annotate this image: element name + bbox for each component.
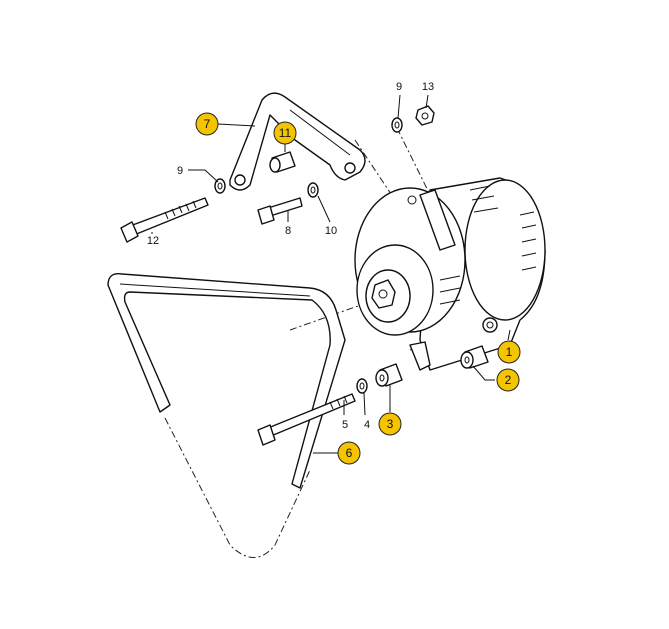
label-5: 5	[342, 419, 348, 431]
svg-text:7: 7	[204, 117, 211, 131]
bolt-5	[257, 393, 356, 446]
spacer-bushing-11	[269, 151, 296, 173]
label-13: 13	[422, 81, 434, 93]
leader-7	[217, 123, 256, 127]
label-10: 10	[325, 225, 337, 237]
leader-9b	[397, 94, 401, 119]
spacer-2	[460, 345, 489, 369]
callout-1[interactable]: 1	[497, 340, 521, 364]
alternator	[354, 177, 546, 371]
spacer-3	[375, 363, 403, 387]
axis-line-belt	[164, 417, 311, 558]
bolt-8	[257, 197, 303, 225]
callout-11[interactable]: 11	[273, 121, 297, 145]
leader-4	[363, 392, 366, 416]
leader-2	[472, 365, 495, 381]
washer-9-left	[214, 178, 226, 194]
svg-text:11: 11	[279, 126, 292, 140]
washer-9-top	[391, 117, 403, 133]
nut-13	[415, 105, 435, 126]
callout-6[interactable]: 6	[337, 441, 361, 465]
leader-9a	[188, 169, 219, 183]
svg-text:6: 6	[346, 446, 353, 460]
washer-10	[307, 182, 319, 198]
svg-text:2: 2	[505, 373, 512, 387]
label-4: 4	[364, 419, 370, 431]
callout-3[interactable]: 3	[378, 412, 402, 436]
axis-line-bracket	[354, 139, 396, 201]
leader-13	[425, 94, 429, 109]
label-9-left: 9	[177, 165, 183, 177]
label-9-top: 9	[396, 81, 402, 93]
callout-2[interactable]: 2	[496, 368, 520, 392]
svg-text:1: 1	[506, 345, 513, 359]
callout-7[interactable]: 7	[195, 112, 219, 136]
svg-text:3: 3	[387, 417, 394, 431]
leader-1	[507, 329, 511, 341]
washer-4	[356, 378, 368, 394]
bolt-12	[120, 197, 209, 243]
label-8: 8	[285, 225, 291, 237]
mounting-bracket	[229, 92, 366, 191]
drive-belt	[107, 273, 346, 489]
leader-10	[317, 195, 331, 223]
label-12: 12	[147, 235, 159, 247]
